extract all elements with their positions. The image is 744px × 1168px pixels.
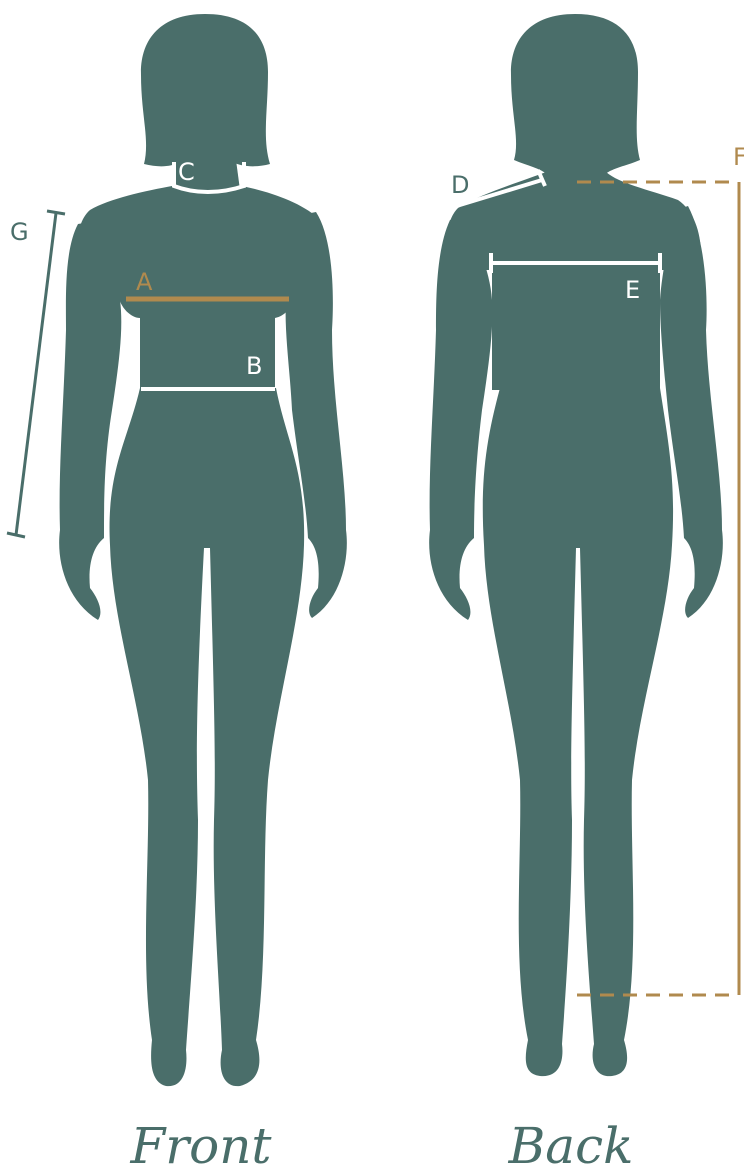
front-figure: A B C G — [7, 14, 347, 1086]
front-line-g — [7, 211, 65, 537]
front-silhouette — [59, 14, 347, 1086]
back-figure: D E F — [429, 14, 744, 1076]
label-c: C — [178, 158, 195, 186]
label-b: B — [246, 352, 262, 380]
label-a: A — [136, 268, 153, 296]
caption-back: Back — [508, 1117, 634, 1168]
label-g: G — [10, 218, 29, 246]
label-d: D — [451, 171, 469, 199]
label-e: E — [625, 276, 640, 304]
caption-front: Front — [130, 1117, 273, 1168]
label-f: F — [733, 143, 744, 171]
back-silhouette — [429, 14, 723, 1076]
